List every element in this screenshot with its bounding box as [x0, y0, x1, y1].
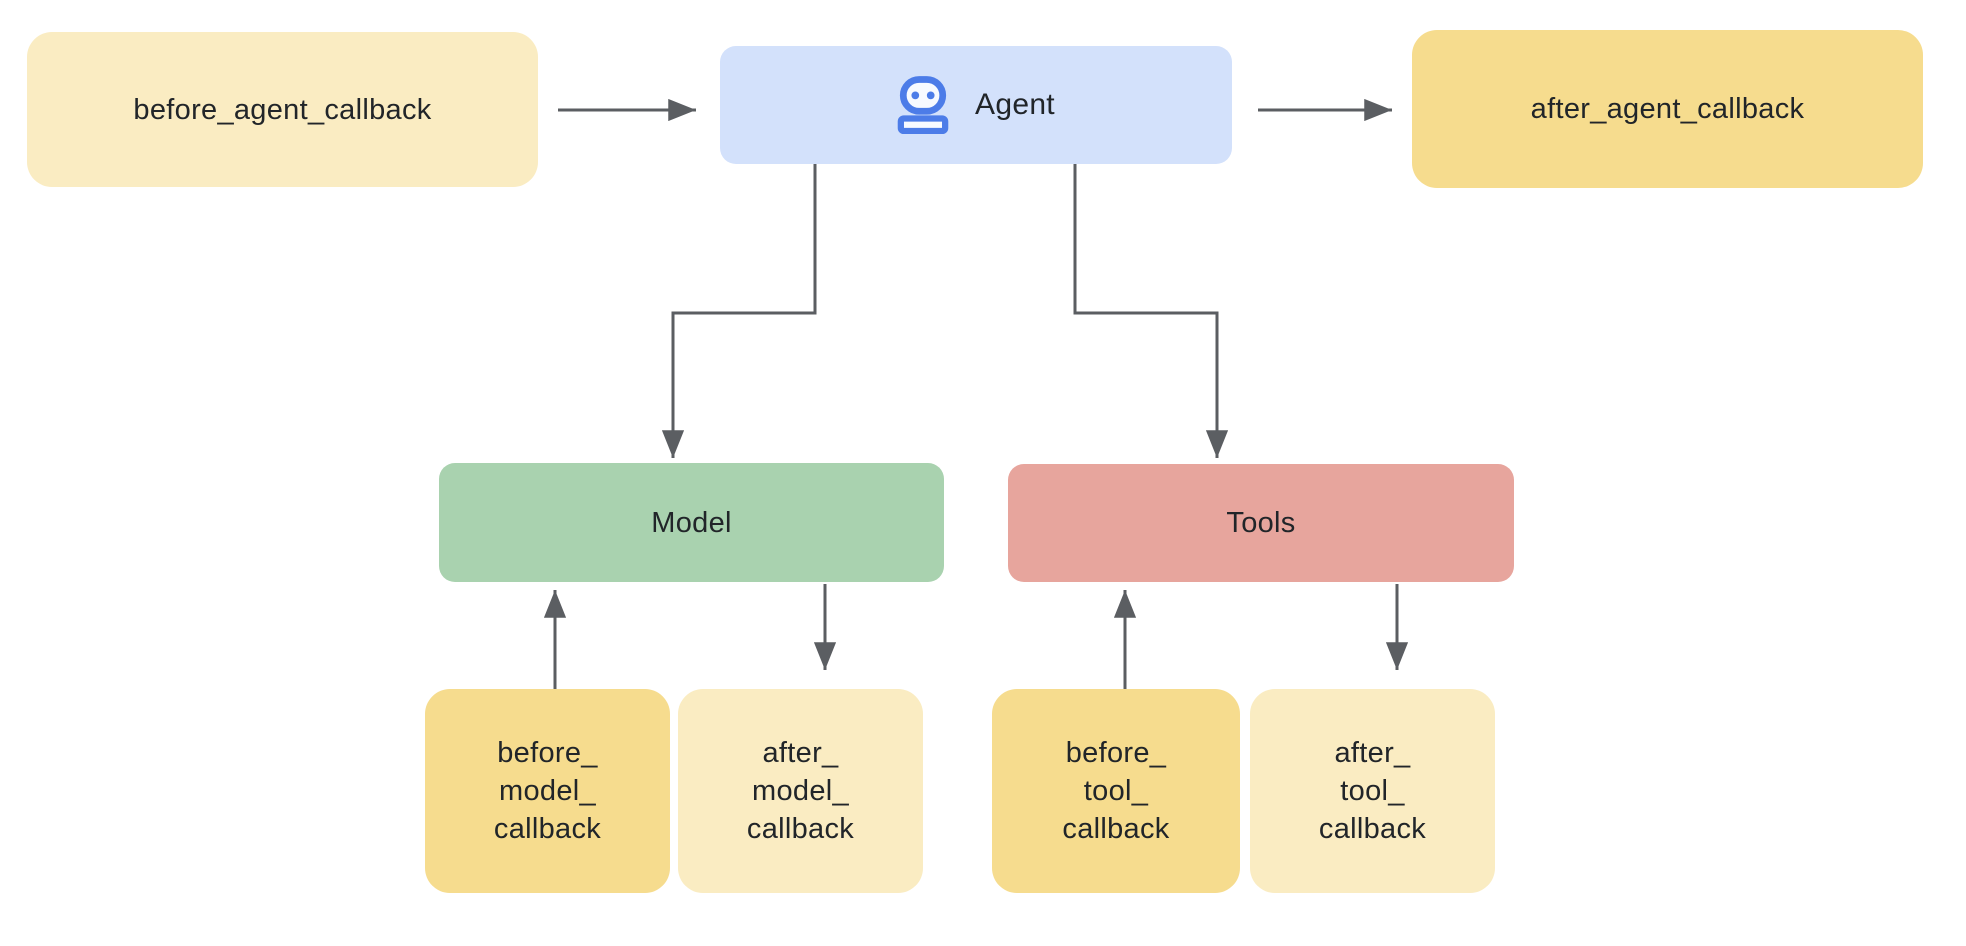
node-label: after_agent_callback [1530, 93, 1805, 125]
node-before-model-callback: before_ model_ callback [425, 689, 670, 893]
node-label: Model [651, 506, 732, 539]
node-model: Model [439, 463, 944, 582]
node-after-tool-callback: after_ tool_ callback [1250, 689, 1495, 893]
node-label: before_agent_callback [133, 93, 432, 126]
node-agent: Agent [720, 46, 1232, 164]
node-label: Tools [1226, 507, 1296, 539]
node-tools: Tools [1008, 464, 1514, 582]
node-label: before_ model_ callback [493, 737, 602, 845]
node-before-agent-callback: before_agent_callback [27, 32, 538, 187]
node-after-model-callback: after_ model_ callback [678, 689, 923, 893]
node-label: after_ model_ callback [746, 737, 855, 845]
node-after-agent-callback: after_agent_callback [1412, 30, 1923, 188]
node-label: Agent [975, 88, 1055, 121]
node-label: before_ tool_ callback [1062, 737, 1170, 845]
arrow-agent-to-model [661, 164, 817, 458]
robot-icon [897, 76, 949, 134]
node-label: after_ tool_ callback [1318, 737, 1427, 845]
arrow-agent-to-tools [1073, 164, 1229, 458]
node-before-tool-callback: before_ tool_ callback [992, 689, 1240, 893]
